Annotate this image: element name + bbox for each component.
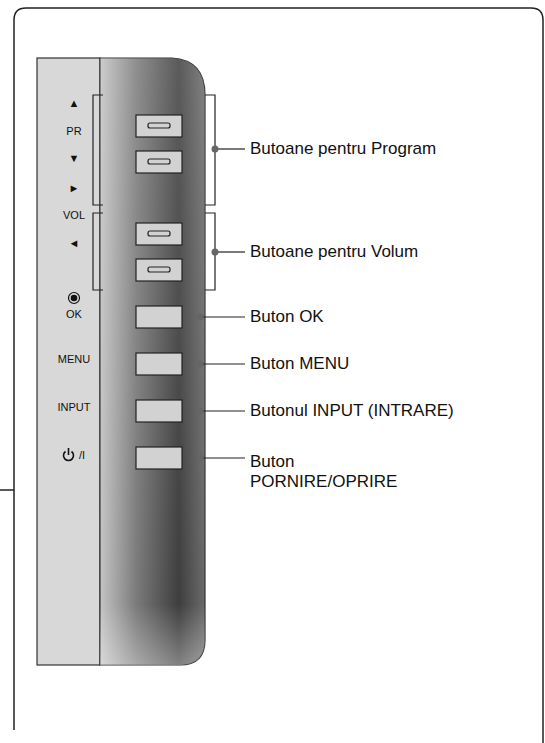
arrow-symbol: ▼ [69,152,80,165]
leader-lines [200,149,245,458]
button-name: INPUT [58,401,91,414]
button-name: MENU [58,353,90,366]
callout-label: Buton MENU [250,354,349,374]
callout-label: Buton PORNIRE/OPRIRE [250,452,400,491]
button-name: /I [79,449,85,462]
button-ridges [148,123,170,272]
buttons [136,115,182,469]
arrow-symbol: ▲ [69,97,80,110]
callout-label: Buton OK [250,307,324,327]
ok-symbol [69,293,80,304]
button-name: PR [66,125,81,138]
frame [14,8,543,743]
button-name: OK [66,308,82,321]
panel-body [100,58,205,665]
leader-dots [197,146,219,462]
arrow-symbol: ◄ [69,237,80,250]
power-symbol [64,448,74,461]
callout-label: Butoane pentru Program [250,139,436,159]
callout-label: Butoane pentru Volum [250,242,418,262]
label-strip [37,58,100,665]
panel-shine [100,58,205,665]
brackets [93,95,215,290]
arrow-symbol: ► [69,182,80,195]
frame-tick [0,489,14,491]
button-name: VOL [63,209,85,222]
callout-label: Butonul INPUT (INTRARE) [250,401,454,421]
